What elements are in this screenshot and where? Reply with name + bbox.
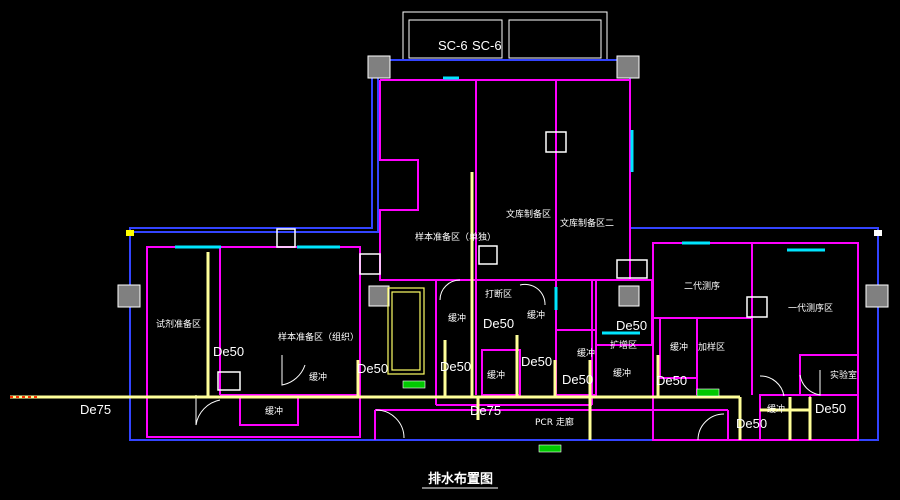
room-first-gen-seq-area: 一代测序区 xyxy=(788,302,833,314)
pipe-size-branch: De50 xyxy=(656,373,687,388)
corner-marker-left xyxy=(126,230,134,236)
outer-wall xyxy=(126,59,879,441)
pipe-size-branch: De50 xyxy=(815,401,846,416)
buffer-label: 缓冲 xyxy=(670,341,688,353)
room-interrupt: 打断区 xyxy=(485,288,512,300)
pipe-size-branch: De50 xyxy=(521,354,552,369)
windows xyxy=(175,76,825,335)
buffer-label: 缓冲 xyxy=(265,405,283,417)
room-pcr-corridor: PCR 走廊 xyxy=(535,416,574,428)
room-amplification: 扩增区 xyxy=(610,339,637,351)
pipe-size-branch: De50 xyxy=(213,344,244,359)
pipe-size-branch: De50 xyxy=(736,416,767,431)
drain-pipes xyxy=(10,172,812,440)
room-second-gen-seq: 二代测序 xyxy=(684,280,720,292)
room-sample-prep-single: 样本准备区（单独） xyxy=(415,231,496,243)
room-sample-prep-tissue: 样本准备区（组织） xyxy=(278,331,359,343)
buffer-label: 缓冲 xyxy=(527,309,545,321)
drawing-title: 排水布置图 xyxy=(428,471,493,487)
buffer-label: 缓冲 xyxy=(767,403,785,415)
corner-marker-right xyxy=(874,230,882,236)
vent-label-2: SC-6 xyxy=(472,38,502,53)
pipe-size-branch: De50 xyxy=(616,318,647,333)
pipe-size-main-2: De75 xyxy=(470,403,501,418)
pipe-size-main: De75 xyxy=(80,402,111,417)
buffer-label: 缓冲 xyxy=(613,367,631,379)
vent-housing-top xyxy=(402,11,608,61)
room-library-prep-1: 文库制备区 xyxy=(506,208,551,220)
pipe-size-branch: De50 xyxy=(357,361,388,376)
vent-label-1: SC-6 xyxy=(438,38,468,53)
buffer-label: 缓冲 xyxy=(487,369,505,381)
pipe-size-branch: De50 xyxy=(440,359,471,374)
lab-bench-fixture xyxy=(387,287,425,375)
room-library-prep-2: 文库制备区二 xyxy=(560,217,614,229)
inner-wall xyxy=(146,79,859,441)
structural-columns xyxy=(117,55,889,308)
pipe-size-branch: De50 xyxy=(562,372,593,387)
fan-units xyxy=(217,131,768,391)
room-office: 实验室 xyxy=(830,369,857,381)
floor-drains xyxy=(402,380,720,453)
room-amplification-2: 加样区 xyxy=(698,341,725,353)
pipe-size-branch: De50 xyxy=(483,316,514,331)
buffer-label: 缓冲 xyxy=(577,347,595,359)
room-reagent-prep: 试剂准备区 xyxy=(156,318,201,330)
buffer-label: 缓冲 xyxy=(309,371,327,383)
buffer-label: 缓冲 xyxy=(448,312,466,324)
doors xyxy=(195,279,821,441)
